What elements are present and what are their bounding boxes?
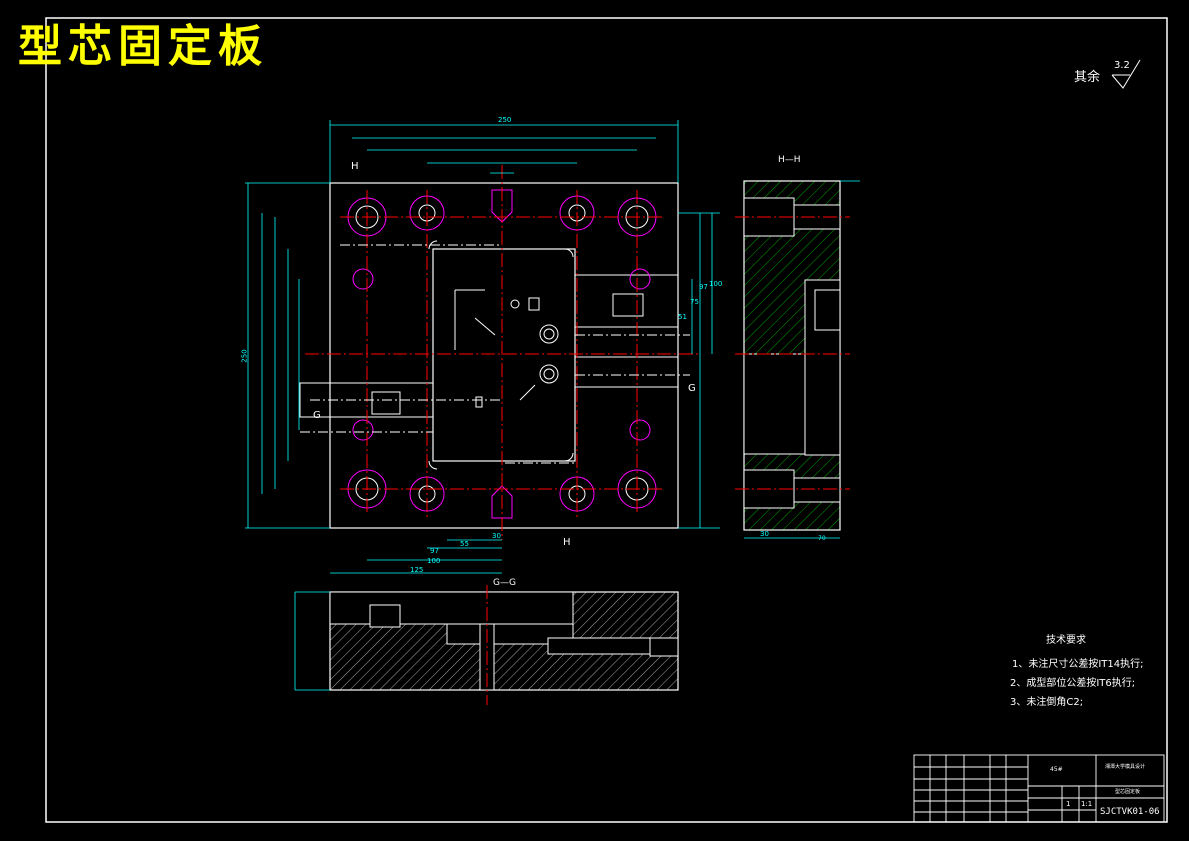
title-block-school: 湘潭大学模具设计	[1105, 764, 1146, 770]
roughness-value: 3.2	[1114, 60, 1130, 71]
title-block-part-name: 型芯固定板	[1115, 789, 1141, 795]
title-block	[913, 754, 1165, 823]
roughness-prefix: 其余	[1074, 70, 1101, 85]
dim-right-100: 100	[709, 280, 723, 288]
dim-bottom-125: 125	[410, 566, 424, 574]
cut-mark-g-left: G	[313, 410, 321, 421]
tech-requirements-heading: 技术要求	[1046, 635, 1086, 646]
cut-mark-h-bottom: H	[563, 537, 571, 548]
roughness-symbol	[1111, 59, 1141, 89]
cut-mark-g-right: G	[688, 383, 696, 394]
tech-requirement-item: 3、未注倒角C2;	[1010, 697, 1084, 708]
dim-right-97: 97	[699, 283, 708, 291]
drawing-title: 型芯固定板	[18, 21, 268, 72]
dim-right-51: 51	[678, 313, 687, 321]
dim-width-total: 250	[498, 116, 512, 124]
title-block-scale: 1:1	[1081, 800, 1093, 808]
dim-right-75: 75	[690, 298, 699, 306]
tech-requirement-item: 2、成型部位公差按IT6执行;	[1010, 678, 1136, 689]
dim-bottom-55: 55	[460, 540, 469, 548]
drawing-frame	[45, 17, 1168, 823]
cut-mark-h-top: H	[351, 161, 359, 172]
dim-bottom-30: 30	[492, 532, 501, 540]
dim-height-left: 250	[240, 349, 249, 363]
section-gg-label: G—G	[493, 578, 516, 588]
title-block-material: 45#	[1050, 766, 1063, 773]
dim-bottom-97: 97	[430, 547, 439, 555]
section-hh-label: H—H	[778, 155, 801, 165]
title-block-drawing-number: SJCTVK01-06	[1100, 807, 1160, 817]
title-block-qty: 1	[1066, 800, 1071, 808]
dim-bottom-100: 100	[427, 557, 441, 565]
roughness-note: 其余	[1074, 66, 1100, 85]
section-hh-view	[735, 180, 860, 539]
tech-requirement-item: 1、未注尺寸公差按IT14执行;	[1012, 659, 1144, 670]
dim-side-30: 30	[760, 530, 769, 538]
plan-view	[245, 120, 720, 574]
dim-side-70: 70	[818, 535, 826, 542]
section-gg-view	[294, 585, 679, 705]
